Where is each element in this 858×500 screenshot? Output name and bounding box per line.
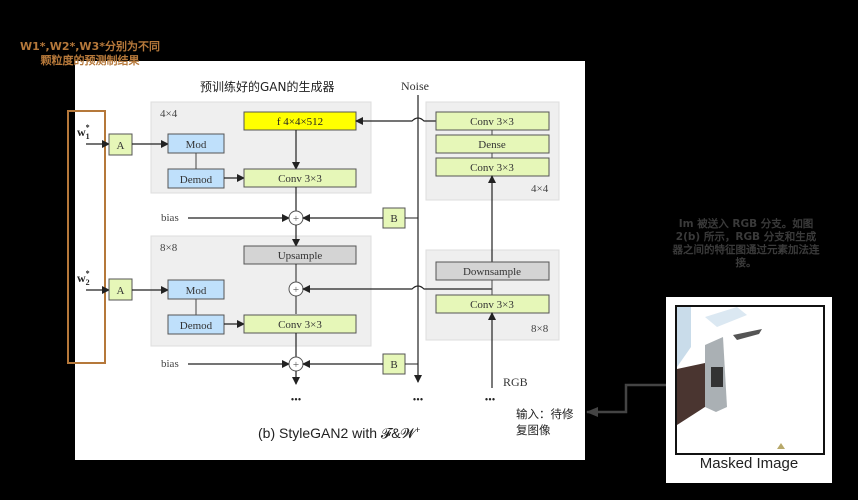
svg-text:Mod: Mod (186, 285, 207, 297)
latent-annotation: W1*,W2*,W3*分别为不同颗粒度的预测制结果 (20, 40, 160, 67)
latent-w1: w1* (77, 123, 90, 141)
svg-text:Conv 3×3: Conv 3×3 (470, 162, 514, 174)
svg-text:+: + (293, 359, 299, 371)
rgb-label: RGB (503, 375, 528, 389)
svg-text:Conv 3×3: Conv 3×3 (278, 173, 322, 185)
bias-2-label: bias (161, 358, 179, 370)
svg-text:Demod: Demod (180, 174, 213, 186)
enc-block-4x4-res: 4×4 (531, 183, 549, 195)
masked-image (675, 305, 825, 455)
svg-text:Upsample: Upsample (278, 250, 323, 262)
svg-text:Conv 3×3: Conv 3×3 (470, 116, 514, 128)
masked-image-card: Masked Image (666, 297, 832, 483)
figure-caption: (b) StyleGAN2 with 𝓕&𝓦⁺ (258, 425, 421, 441)
ellipsis-noise: ••• (413, 395, 424, 406)
masked-image-caption: Masked Image (699, 455, 799, 472)
upsample (243, 245, 357, 265)
svg-text:+: + (293, 284, 299, 296)
input-connector-arrow (586, 383, 666, 417)
svg-text:f 4×4×512: f 4×4×512 (277, 116, 323, 128)
bias-1-label: bias (161, 212, 179, 224)
ellipsis-gen: ••• (291, 395, 302, 406)
svg-text:A: A (117, 285, 125, 297)
rgb-branch-annotation: Im 被送入 RGB 分支。如图 2(b) 所示，RGB 分支和生成器之间的特征… (672, 218, 820, 269)
ellipsis-rgb: ••• (485, 395, 496, 406)
masked-house-photo (677, 307, 823, 453)
svg-text:Mod: Mod (186, 139, 207, 151)
svg-text:+: + (293, 213, 299, 225)
generator-title: 预训练好的GAN的生成器 (200, 80, 335, 94)
svg-text:Conv 3×3: Conv 3×3 (278, 319, 322, 331)
enc-block-8x8-res: 8×8 (531, 323, 549, 335)
noise-label: Noise (401, 79, 429, 93)
svg-text:Dense: Dense (478, 139, 506, 151)
conv-gen-2 (243, 314, 357, 334)
svg-text:B: B (390, 359, 397, 371)
gen-block-8x8-res: 8×8 (160, 242, 178, 254)
conv-gen-1 (243, 168, 357, 188)
svg-text:A: A (117, 140, 125, 152)
latent-bracket (67, 110, 106, 364)
latent-w2: w2* (77, 269, 90, 287)
gen-block-4x4-res: 4×4 (160, 108, 178, 120)
input-label: 输入：待修复图像 (516, 407, 574, 437)
svg-text:Demod: Demod (180, 320, 213, 332)
svg-text:Downsample: Downsample (463, 266, 521, 278)
svg-text:Conv 3×3: Conv 3×3 (470, 299, 514, 311)
svg-text:B: B (390, 213, 397, 225)
